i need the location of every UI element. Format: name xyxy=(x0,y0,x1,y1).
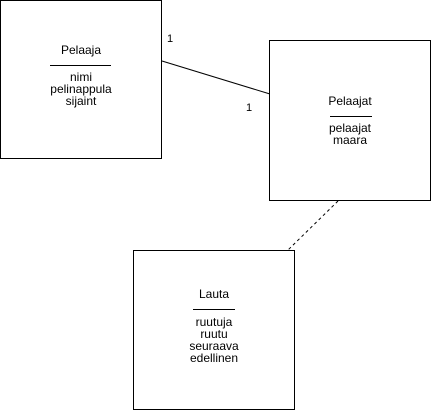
attribute-nimi: nimi xyxy=(69,70,92,84)
class-box-pelaaja[interactable]: Pelaaja nimi pelinappula sijaint xyxy=(0,0,162,159)
attribute-seuraava: seuraava xyxy=(189,339,239,353)
class-name-lauta: Lauta xyxy=(198,287,230,301)
attribute-edellinen: edellinen xyxy=(189,351,239,365)
class-box-pelaajat[interactable]: Pelaajat pelaajat maara xyxy=(269,40,431,201)
attribute-list: nimi pelinappula sijaint xyxy=(1,71,161,107)
multiplicity-label-pelaaja: 1 xyxy=(167,33,174,45)
attribute-list: ruutuja ruutu seuraava edellinen xyxy=(134,316,294,364)
class-name-pelaaja: Pelaaja xyxy=(60,43,102,57)
class-divider xyxy=(193,309,235,310)
attribute-pelaajat: pelaajat xyxy=(328,121,372,135)
attribute-list: pelaajat maara xyxy=(270,122,430,146)
class-divider xyxy=(50,65,111,66)
attribute-ruutu: ruutu xyxy=(200,327,228,341)
class-divider xyxy=(330,116,372,117)
multiplicity-label-pelaajat: 1 xyxy=(246,102,253,114)
association-pelaaja-pelaajat xyxy=(161,60,271,95)
class-box-lauta[interactable]: Lauta ruutuja ruutu seuraava edellinen xyxy=(133,250,295,410)
attribute-sijaint: sijaint xyxy=(65,94,97,108)
attribute-maara: maara xyxy=(332,133,367,147)
dependency-pelaajat-lauta xyxy=(287,200,339,251)
attribute-pelinappula: pelinappula xyxy=(50,82,112,96)
attribute-ruutuja: ruutuja xyxy=(195,315,233,329)
class-name-pelaajat: Pelaajat xyxy=(328,94,372,108)
